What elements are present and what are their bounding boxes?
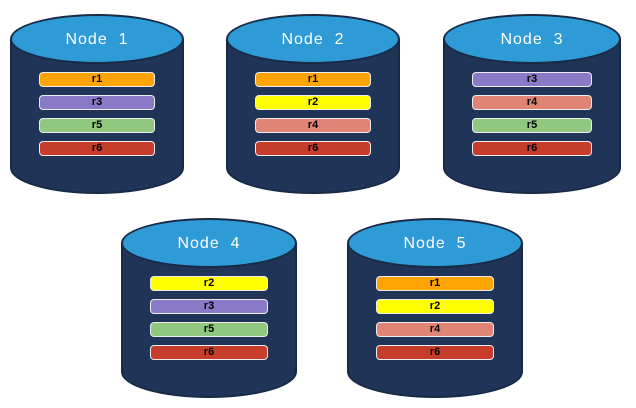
- replica-list: r1 r3 r5 r6: [39, 72, 155, 164]
- replica-bar: r2: [150, 276, 268, 291]
- node-label: Node 1: [65, 31, 129, 48]
- cylinder-top-ellipse: Node 4: [121, 218, 297, 268]
- replica-bar: r1: [376, 276, 494, 291]
- cylinder-top-ellipse: Node 5: [347, 218, 523, 268]
- cylinder-body: [347, 243, 523, 398]
- node-cylinder-2: Node 2 r1 r2 r4 r6: [226, 14, 400, 194]
- replica-bar: r4: [472, 95, 592, 110]
- node-cylinder-3: Node 3 r3 r4 r5 r6: [443, 14, 621, 194]
- replica-bar: r3: [150, 299, 268, 314]
- replica-bar: r1: [39, 72, 155, 87]
- replica-bar: r3: [39, 95, 155, 110]
- cylinder-top-ellipse: Node 2: [226, 14, 400, 64]
- replica-bar: r4: [376, 322, 494, 337]
- cylinder-body: [10, 39, 184, 194]
- node-cylinder-1: Node 1 r1 r3 r5 r6: [10, 14, 184, 194]
- replica-bar: r5: [472, 118, 592, 133]
- node-label: Node 4: [177, 235, 241, 252]
- cylinder-top-ellipse: Node 3: [443, 14, 621, 64]
- cylinder-body: [443, 39, 621, 194]
- replica-bar: r1: [255, 72, 371, 87]
- node-label: Node 2: [281, 31, 345, 48]
- cylinder-body: [121, 243, 297, 398]
- replica-bar: r3: [472, 72, 592, 87]
- node-cylinder-5: Node 5 r1 r2 r4 r6: [347, 218, 523, 398]
- cylinder-top-ellipse: Node 1: [10, 14, 184, 64]
- replica-list: r1 r2 r4 r6: [255, 72, 371, 164]
- replica-bar: r5: [150, 322, 268, 337]
- replica-bar: r6: [472, 141, 592, 156]
- node-label: Node 3: [500, 31, 564, 48]
- replica-list: r3 r4 r5 r6: [472, 72, 592, 164]
- replica-bar: r2: [376, 299, 494, 314]
- node-label: Node 5: [403, 235, 467, 252]
- replica-bar: r5: [39, 118, 155, 133]
- replica-bar: r6: [150, 345, 268, 360]
- replica-list: r1 r2 r4 r6: [376, 276, 494, 368]
- replica-bar: r6: [376, 345, 494, 360]
- replica-bar: r4: [255, 118, 371, 133]
- node-cylinder-4: Node 4 r2 r3 r5 r6: [121, 218, 297, 398]
- replica-bar: r6: [39, 141, 155, 156]
- replica-bar: r2: [255, 95, 371, 110]
- replica-list: r2 r3 r5 r6: [150, 276, 268, 368]
- cylinder-body: [226, 39, 400, 194]
- replica-bar: r6: [255, 141, 371, 156]
